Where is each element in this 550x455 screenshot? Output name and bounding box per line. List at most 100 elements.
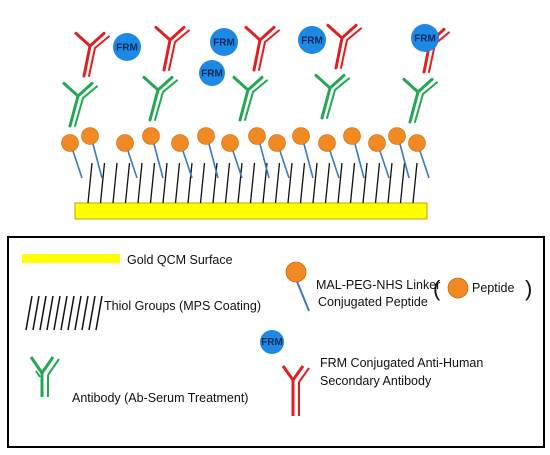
peptide-bead — [248, 127, 266, 145]
antibody-y — [314, 73, 346, 120]
secondary-antibody-y-strand — [88, 35, 110, 77]
linker-line — [259, 143, 270, 179]
thiol-line — [124, 162, 131, 204]
antibody-y-strand — [154, 79, 178, 121]
peptide-bead-icon — [285, 261, 307, 283]
thiol-lines-icon — [25, 295, 103, 331]
secondary-antibody-y-strand — [340, 27, 362, 69]
thiol-line — [387, 162, 393, 204]
legend-gold-label: Gold QCM Surface — [127, 253, 233, 267]
antibody-y-strand — [414, 81, 438, 123]
secondary-antibody-y — [326, 23, 358, 70]
linker-line — [182, 150, 193, 179]
antibody-y-icon — [29, 356, 60, 397]
frm-molecule-label: FRM — [116, 43, 138, 54]
peptide-bead — [142, 127, 160, 145]
thiol-line — [287, 162, 293, 204]
thiol-legend-line — [46, 295, 54, 331]
thiol-line — [162, 162, 168, 204]
peptide-bead — [221, 134, 239, 152]
thiol-line — [337, 162, 343, 204]
legend-antibody-label: Antibody (Ab-Serum Treatment) — [72, 391, 248, 405]
antibody-complex: FRM — [62, 31, 141, 128]
frm-molecule — [113, 33, 141, 61]
thiol-line — [349, 162, 356, 204]
thiol-line — [112, 162, 118, 204]
peptide-bead — [408, 134, 426, 152]
frm-molecule — [411, 24, 439, 52]
thiol-legend-line — [81, 295, 89, 331]
antibody-y-strand — [326, 77, 350, 119]
legend-box — [7, 236, 545, 448]
thiol-line — [274, 162, 281, 204]
secondary-antibody-y — [154, 25, 186, 72]
thiol-legend-line — [53, 295, 61, 331]
antibody-y — [232, 75, 264, 122]
linker-line — [279, 150, 290, 179]
legend-thiol-label: Thiol Groups (MPS Coating) — [104, 299, 261, 313]
legend-linker-line2: Conjugated Peptide — [318, 295, 428, 309]
legend-frm-molecule-label: FRM — [261, 337, 283, 348]
linker-line — [303, 143, 314, 179]
thiol-legend-line — [88, 295, 96, 331]
thiol-line — [149, 162, 156, 204]
linker-line — [419, 150, 430, 179]
legend-linker-line1: MAL-PEG-NHS Linker — [316, 278, 440, 292]
gold-surface-legend-icon — [22, 254, 120, 263]
thiol-line — [237, 162, 243, 204]
secondary-antibody-y — [244, 25, 276, 72]
thiol-line — [362, 162, 368, 204]
legend-frm-line1: FRM Conjugated Anti-Human — [320, 356, 483, 370]
thiol-line — [399, 162, 406, 204]
thiol-legend-line — [60, 295, 68, 331]
thiol-legend-line — [39, 295, 47, 331]
legend-peptide-paren-open: ( — [433, 276, 441, 301]
secondary-antibody-y-strand — [168, 29, 190, 71]
antibody-y — [402, 77, 434, 124]
frm-molecule — [210, 28, 238, 56]
thiol-line — [312, 162, 318, 204]
thiol-line — [249, 162, 256, 204]
peptide-bead — [292, 127, 310, 145]
peptide-bead — [197, 127, 215, 145]
peptide-bead-legend-icon — [447, 277, 469, 299]
linker-line — [72, 150, 83, 179]
antibody-y — [62, 81, 94, 128]
thiol-line — [174, 162, 181, 204]
linker-legend-icon — [295, 278, 310, 312]
thiol-legend-line — [67, 295, 75, 331]
thiol-legend-line — [95, 295, 103, 331]
peptide-bead — [318, 134, 336, 152]
linker-line — [208, 143, 219, 179]
peptide-bead — [368, 134, 386, 152]
thiol-line — [187, 162, 193, 204]
frm-molecule — [199, 60, 225, 86]
peptide-bead — [268, 134, 286, 152]
thiol-line — [324, 162, 331, 204]
antibody-y-strand — [244, 79, 268, 121]
peptide-bead — [388, 127, 406, 145]
antibody-y — [142, 75, 174, 122]
thiol-line — [99, 162, 106, 204]
frm-molecule — [298, 26, 326, 54]
frm-molecule-label: FRM — [414, 34, 436, 45]
thiol-legend-line — [32, 295, 40, 331]
thiol-layer — [87, 162, 418, 204]
thiol-legend-line — [25, 295, 33, 331]
secondary-antibody-y-icon — [281, 365, 310, 416]
antibody-complex: FRM — [402, 24, 450, 124]
frm-molecule-label: FRM — [201, 69, 223, 80]
antibody-y-strand — [74, 85, 98, 127]
peptide-bead — [343, 127, 361, 145]
legend-peptide-paren-close: ) — [525, 276, 532, 301]
linker-line — [92, 143, 103, 179]
frm-molecule-icon — [260, 330, 284, 354]
peptide-layer — [61, 127, 426, 152]
linker-line — [329, 150, 340, 179]
thiol-line — [374, 162, 381, 204]
antibody-complex: FRM — [298, 23, 362, 120]
thiol-line — [137, 162, 143, 204]
thiol-line — [199, 162, 206, 204]
